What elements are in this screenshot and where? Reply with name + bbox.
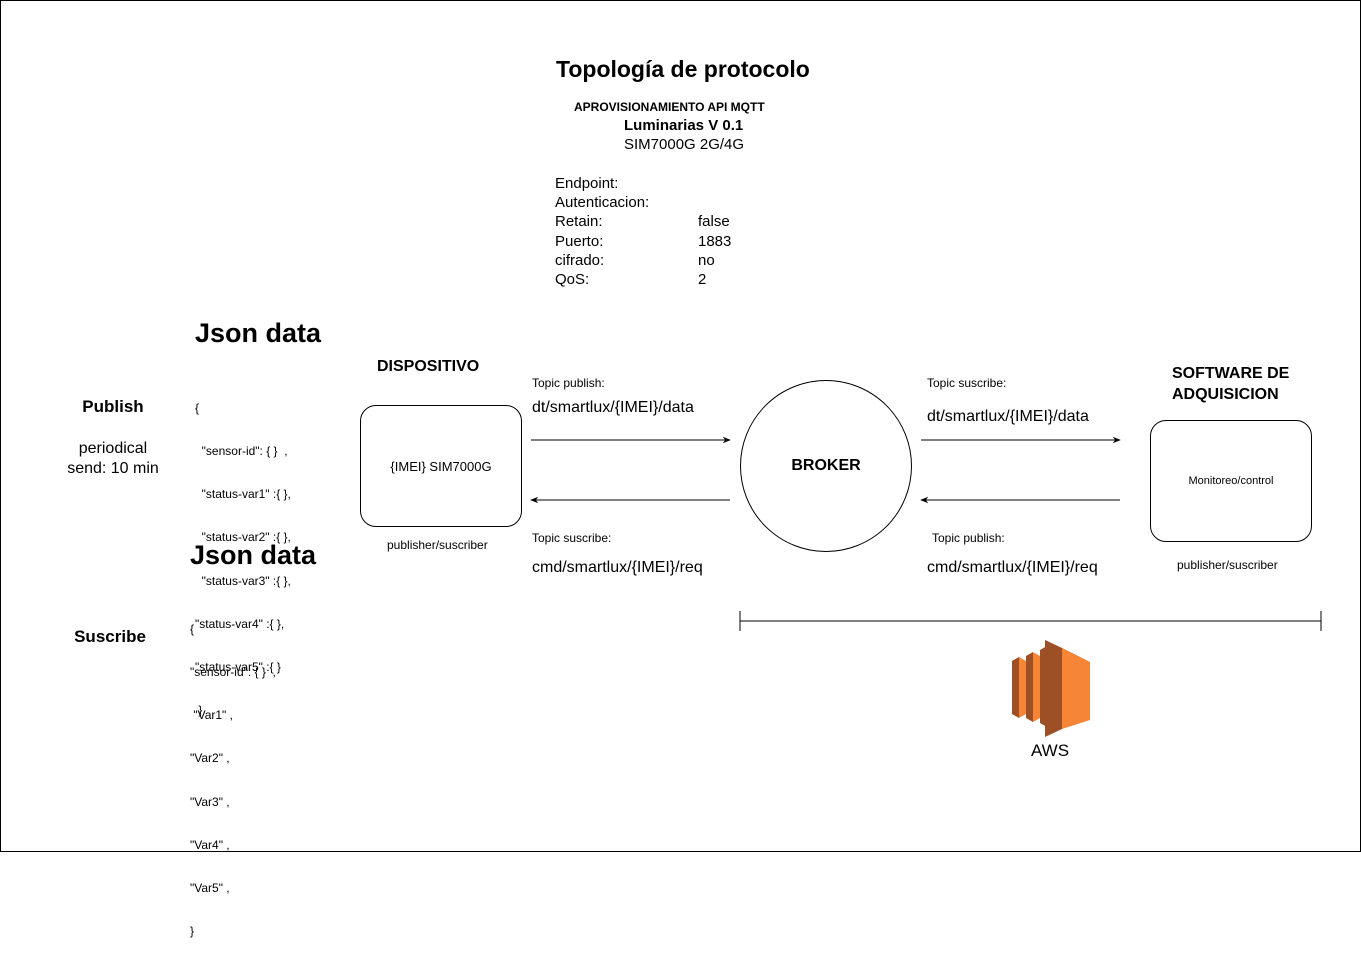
- broker-label: BROKER: [791, 457, 861, 474]
- device-heading: DISPOSITIVO: [377, 358, 480, 375]
- json-line: "Var5" ,: [190, 881, 230, 896]
- json-line: "Var1" ,: [190, 708, 233, 723]
- device-box[interactable]: {IMEI} SIM7000G: [360, 405, 522, 527]
- config-row: Retain: false: [555, 212, 731, 231]
- module-name: SIM7000G 2G/4G: [624, 136, 745, 153]
- json-line: "Var4" ,: [190, 837, 230, 852]
- publish-note: periodical send: 10 min: [53, 439, 173, 479]
- config-table: Endpoint: Autenticacion: Retain: false Pu…: [555, 174, 731, 289]
- software-heading-line: SOFTWARE DE: [1172, 365, 1290, 382]
- config-value: false: [698, 213, 730, 231]
- software-heading-line: ADQUISICION: [1172, 386, 1279, 403]
- config-key: Retain:: [555, 213, 603, 231]
- aws-ec2-icon: [1012, 640, 1090, 737]
- software-heading: SOFTWARE DE ADQUISICION: [1172, 363, 1289, 405]
- page-title: Topología de protocolo: [556, 56, 810, 82]
- config-row: Puerto: 1883: [555, 232, 731, 251]
- device-role: publisher/suscriber: [387, 538, 488, 552]
- publish-json-block: { "sensor-id": { } , "status-var1" :{ },…: [195, 372, 291, 732]
- config-value: no: [698, 251, 715, 269]
- json-line: }: [195, 703, 203, 718]
- aws-label: AWS: [1031, 741, 1069, 760]
- left-bottom-topic: cmd/smartlux/{IMEI}/req: [532, 559, 703, 576]
- config-key: QoS:: [555, 271, 590, 289]
- json-line: {: [195, 400, 200, 415]
- json-line: "Var2" ,: [190, 751, 230, 766]
- json-line: }: [190, 924, 195, 939]
- subscribe-json-title: Json data: [190, 540, 317, 570]
- broker-node[interactable]: BROKER: [740, 380, 912, 552]
- json-line: "status-var3" :{ },: [195, 573, 291, 588]
- json-line: "status-var5" :{ }: [195, 660, 281, 675]
- config-value: 1883: [698, 232, 732, 250]
- publish-json-title: Json data: [195, 318, 322, 348]
- publish-note-line: periodical: [78, 440, 148, 457]
- left-bottom-caption: Topic suscribe:: [532, 531, 612, 545]
- device-box-label: {IMEI} SIM7000G: [390, 458, 492, 474]
- config-row: Endpoint:: [555, 174, 731, 193]
- config-key: Autenticacion:: [555, 194, 650, 212]
- json-line: "status-var2" :{ },: [195, 530, 291, 545]
- publish-label: Publish: [82, 397, 144, 416]
- right-top-caption: Topic suscribe:: [927, 376, 1007, 390]
- connectors-layer: AWS: [530, 436, 1322, 760]
- config-row: Autenticacion:: [555, 193, 731, 212]
- json-line: "sensor-id": { } ,: [195, 444, 288, 459]
- config-row: cifrado: no: [555, 251, 731, 270]
- left-top-caption: Topic publish:: [532, 376, 605, 390]
- json-line: "Var3" ,: [190, 794, 230, 809]
- config-key: Endpoint:: [555, 175, 619, 192]
- product-name: Luminarias V 0.1: [624, 117, 744, 134]
- json-line: "status-var1" :{ },: [195, 487, 291, 502]
- right-bottom-topic: cmd/smartlux/{IMEI}/req: [927, 559, 1098, 576]
- config-key: Puerto:: [555, 232, 604, 250]
- left-top-topic: dt/smartlux/{IMEI}/data: [532, 399, 694, 416]
- json-line: {: [190, 621, 195, 636]
- software-box-label: Monitoreo/control: [1188, 475, 1274, 487]
- right-bottom-caption: Topic publish:: [932, 531, 1005, 545]
- json-line: "status-var4" :{ },: [195, 616, 285, 631]
- config-value: 2: [698, 271, 707, 289]
- api-subtitle: APROVISIONAMIENTO API MQTT: [574, 100, 765, 114]
- publish-note-line: send: 10 min: [67, 460, 159, 477]
- software-box[interactable]: Monitoreo/control: [1150, 420, 1312, 542]
- json-line: "sensor-id": { } ,: [190, 665, 276, 680]
- subscribe-label: Suscribe: [74, 627, 146, 646]
- config-key: cifrado:: [555, 251, 605, 269]
- config-row: QoS: 2: [555, 270, 731, 289]
- software-role: publisher/suscriber: [1177, 558, 1278, 572]
- right-top-topic: dt/smartlux/{IMEI}/data: [927, 408, 1089, 425]
